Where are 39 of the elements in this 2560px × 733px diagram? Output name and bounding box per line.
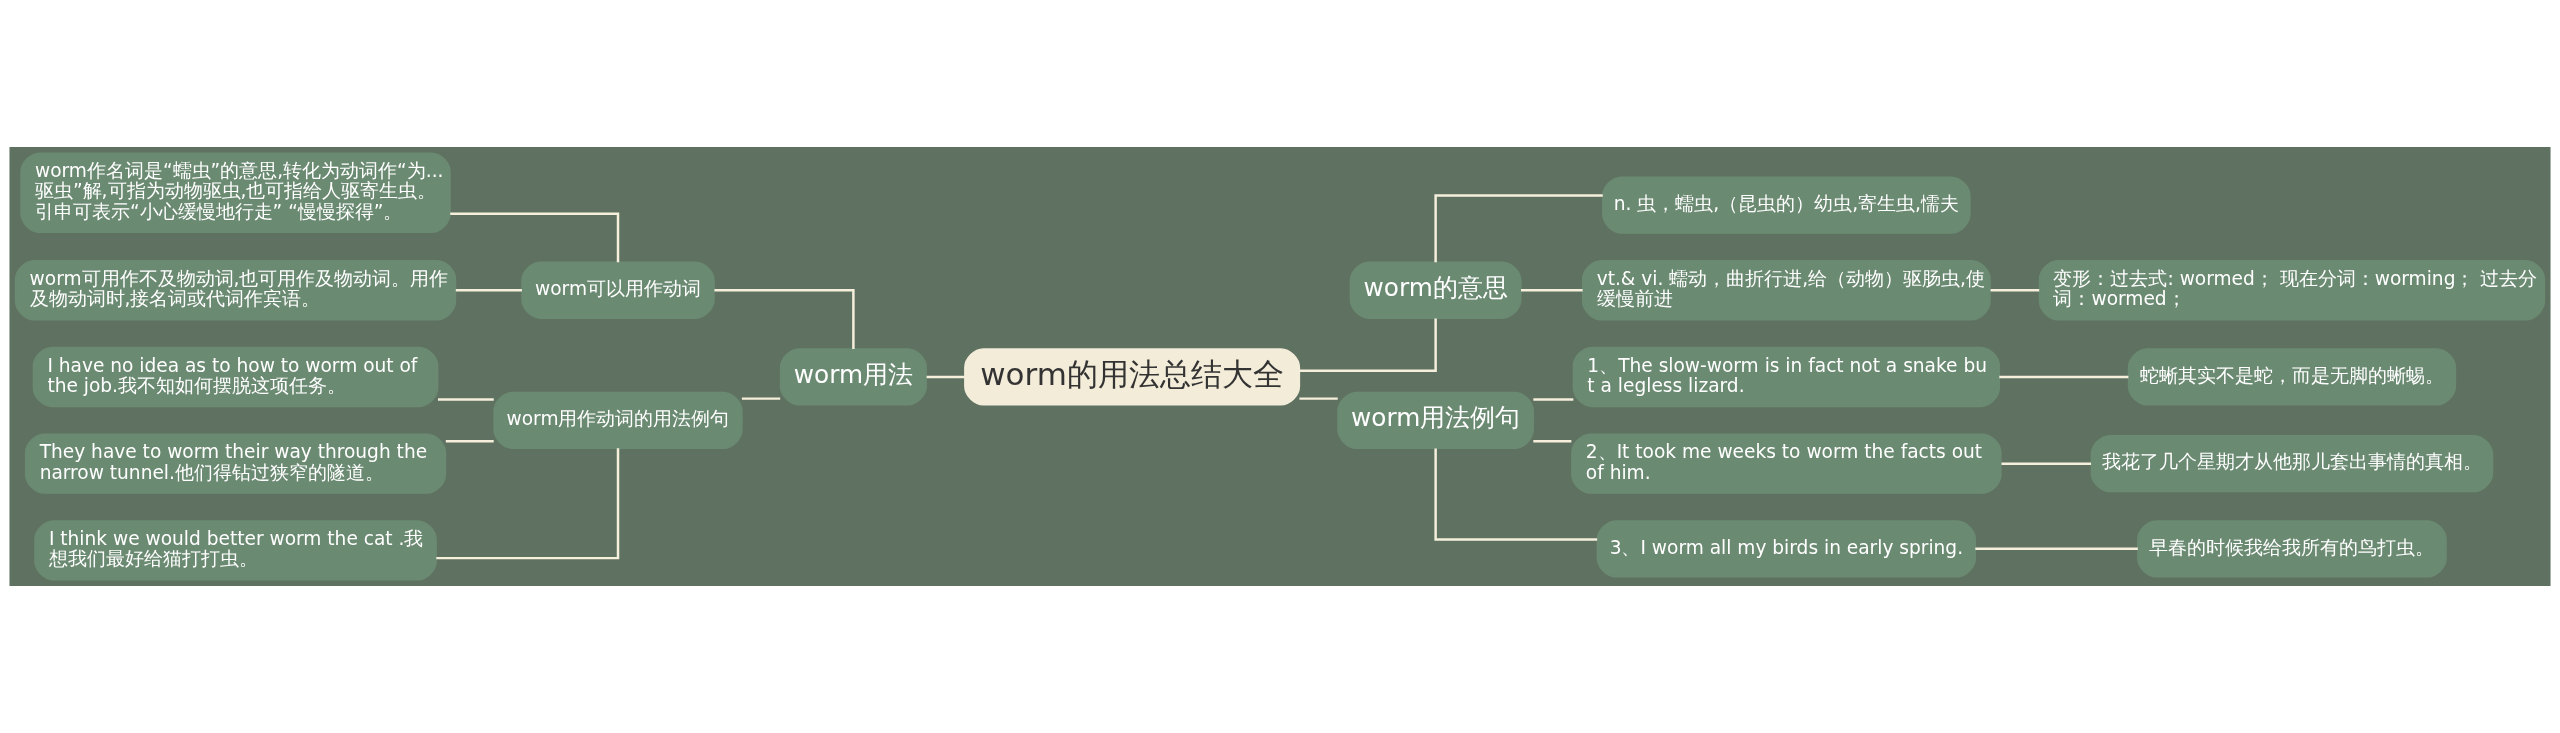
node-box: 3、I worm all my birds in early spring. [1596, 520, 1977, 578]
node-box: 1、The slow-worm is in fact not a snake but a legless lizard. [1572, 346, 2001, 408]
connector [1999, 375, 2129, 379]
node-box: I have no idea as to how to worm out of the job.我不知如何摆脱这项任务。 [32, 346, 439, 408]
connector [926, 375, 965, 379]
connector [436, 448, 620, 560]
node-box: worm可用作不及物动词,也可用作及物动词。用作及物动词时,接名词或代词作宾语。 [14, 260, 457, 321]
connector [1434, 448, 1598, 541]
node-box: 变形：过去式: wormed； 现在分词：worming； 过去分词：wormed； [2038, 260, 2546, 321]
node-box: worm用作动词的用法例句 [493, 391, 743, 449]
node-box: 早春的时候我给我所有的鸟打虫。 [2137, 520, 2447, 578]
connector [1521, 289, 1583, 292]
connector [2001, 462, 2092, 465]
connector [445, 440, 494, 443]
node-box: n. 虫，蠕虫,（昆虫的）幼虫,寄生虫,懦夫 [1602, 176, 1971, 234]
connector [1533, 440, 1572, 443]
node-box: worm用法 [779, 348, 927, 406]
connector [1533, 398, 1574, 401]
connector [455, 289, 522, 292]
node-box: I think we would better worm the cat .我想我们最好给猫打打虫。 [34, 520, 437, 581]
connector [1990, 289, 2040, 292]
connector [1299, 397, 1338, 400]
node-box: 2、It took me weeks to worm the facts out of him. [1571, 433, 2002, 494]
node-box: 蛇蜥其实不是蛇，而是无脚的蜥蜴。 [2127, 348, 2457, 406]
connector [1975, 547, 2138, 551]
node-box: worm用法例句 [1337, 391, 1534, 449]
node-box: They have to worm their way through the narrow tunnel.他们得钻过狭窄的隧道。 [24, 433, 447, 494]
node-box: worm可以用作动词 [521, 261, 715, 319]
connector [450, 212, 620, 263]
connector [714, 289, 855, 350]
connector [1299, 318, 1437, 372]
connector [437, 398, 494, 401]
node-box: worm的意思 [1349, 261, 1522, 319]
connector [1434, 194, 1603, 263]
node-box: worm作名词是“蠕虫”的意思,转化为动词作“为...驱虫”解,可指为动物驱虫,也可指给人驱寄生虫。引申可表示“小心缓慢地行走” “慢慢探得”。 [20, 152, 451, 233]
node-box: 我花了几个星期才从他那儿套出事情的真相。 [2090, 435, 2494, 493]
connector [741, 397, 781, 400]
node-box: worm的用法总结大全 [964, 348, 1301, 406]
node-box: vt.& vi. 蠕动，曲折行进,给（动物）驱肠虫,使缓慢前进 [1581, 260, 1991, 321]
